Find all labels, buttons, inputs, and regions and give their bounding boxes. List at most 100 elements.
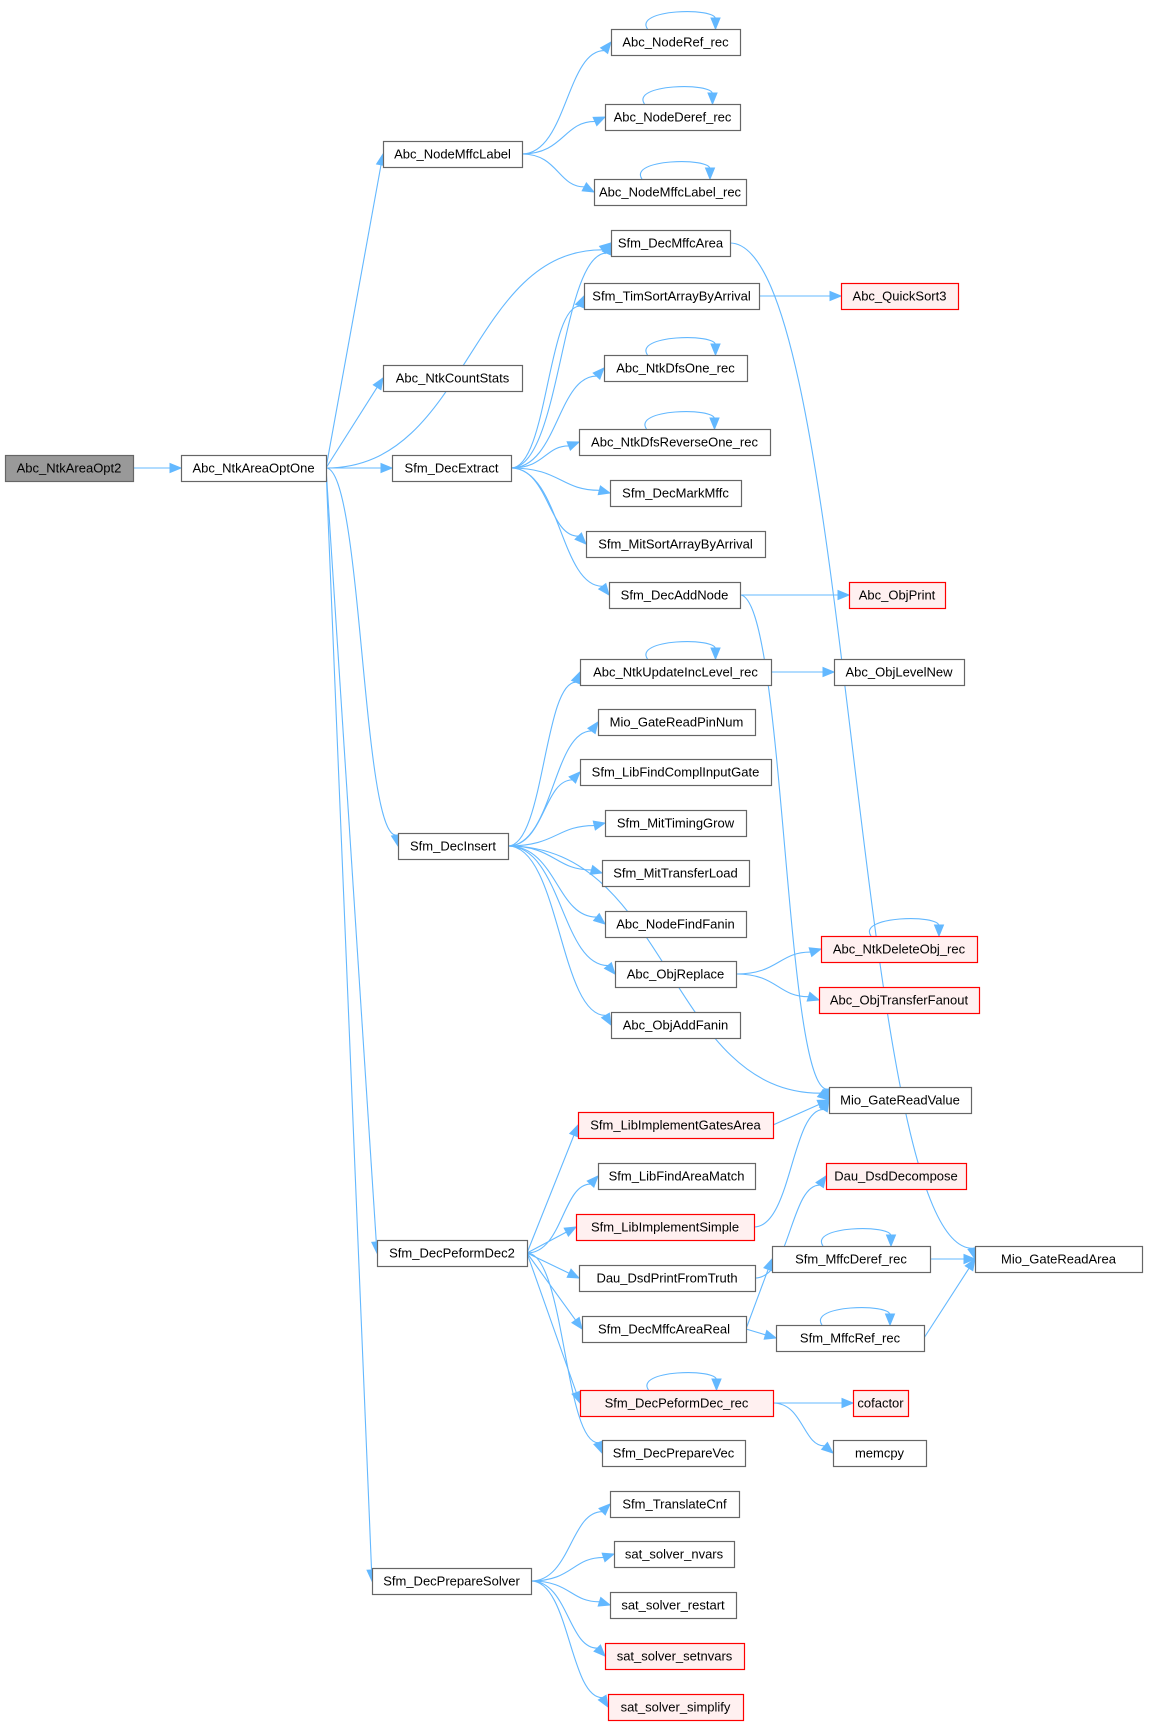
arrowhead-icon [603, 961, 616, 976]
edge-Sfm_DecExtract-to-Sfm_MitSortArrayByArrival [510, 467, 587, 545]
graph-node-abc-objlevelnew[interactable]: Abc_ObjLevelNew [833, 658, 966, 687]
node-box [579, 1389, 775, 1418]
graph-node-sfm-decmffcareareal[interactable]: Sfm_DecMffcAreaReal [581, 1315, 748, 1344]
graph-node-abc-ntkareaoptone[interactable]: Abc_NtkAreaOptOne [180, 454, 328, 483]
edge-Sfm_LibImplementSimple-to-Mio_GateReadValue [753, 1098, 830, 1228]
graph-node-sfm-decpreparesolver[interactable]: Sfm_DecPrepareSolver [371, 1567, 533, 1596]
graph-node-sfm-decmarkmffc[interactable]: Sfm_DecMarkMffc [609, 479, 743, 508]
graph-node-sfm-mitsortarraybyarrival[interactable]: Sfm_MitSortArrayByArrival [585, 530, 767, 559]
graph-node-sfm-decextract[interactable]: Sfm_DecExtract [391, 454, 513, 483]
graph-node-abc-ntkdeleteobj-rec[interactable]: Abc_NtkDeleteObj_rec [820, 935, 979, 964]
graph-node-sfm-decmffcarea[interactable]: Sfm_DecMffcArea [610, 229, 732, 258]
arrowhead-icon [568, 771, 581, 784]
arrowhead-icon [841, 1397, 855, 1409]
graph-node-sfm-decaddnode[interactable]: Sfm_DecAddNode [608, 581, 742, 610]
node-box [601, 859, 751, 888]
graph-node-mio-gatereadpinnum[interactable]: Mio_GateReadPinNum [597, 708, 757, 737]
arrowhead-icon [597, 582, 610, 597]
graph-node-sfm-mittiminggrow[interactable]: Sfm_MitTimingGrow [604, 809, 748, 838]
graph-node-sat-solver-simplify[interactable]: sat_solver_simplify [607, 1693, 745, 1722]
graph-node-abc-objtransferfanout[interactable]: Abc_ObjTransferFanout [818, 986, 981, 1015]
node-label: Abc_ObjLevelNew [846, 664, 954, 679]
graph-node-abc-nodederef-rec[interactable]: Abc_NodeDeref_rec [604, 103, 742, 132]
edge-Sfm_MffcDeref_rec-to-Sfm_MffcDeref_rec [820, 1228, 897, 1248]
node-box [852, 1389, 910, 1418]
node-box [604, 809, 748, 838]
node-label: Sfm_DecInsert [410, 838, 496, 853]
node-label: Sfm_DecPrepareVec [613, 1445, 735, 1460]
edge-line [646, 1372, 718, 1391]
edge-line [507, 730, 592, 847]
node-box [613, 1540, 736, 1569]
graph-node-sfm-libfindcomplinputgate[interactable]: Sfm_LibFindComplInputGate [579, 758, 773, 787]
edge-line [923, 1267, 970, 1339]
graph-node-abc-ntkdfsone-rec[interactable]: Abc_NtkDfsOne_rec [603, 354, 749, 383]
node-box [609, 1490, 741, 1519]
node-box [578, 1264, 757, 1293]
graph-node-abc-nodemffclabel[interactable]: Abc_NodeMffcLabel [382, 140, 524, 169]
graph-node-dau-dsddecompose[interactable]: Dau_DsdDecompose [825, 1162, 968, 1191]
node-box [601, 1439, 747, 1468]
arrowhead-icon [566, 1268, 581, 1279]
edge-line [739, 594, 828, 1090]
graph-node-dau-dsdprintfromtruth[interactable]: Dau_DsdPrintFromTruth [578, 1264, 757, 1293]
edge-line [645, 641, 717, 660]
graph-node-abc-objprint[interactable]: Abc_ObjPrint [848, 581, 947, 610]
graph-node-sat-solver-restart[interactable]: sat_solver_restart [609, 1591, 738, 1620]
graph-node-abc-nodemffclabel-rec[interactable]: Abc_NodeMffcLabel_rec [593, 178, 748, 207]
edge-line [507, 845, 606, 1017]
edge-line [772, 1103, 820, 1126]
node-box [376, 1239, 529, 1268]
graph-node-abc-quicksort3[interactable]: Abc_QuickSort3 [840, 282, 960, 311]
graph-node-mio-gatereadvalue[interactable]: Mio_GateReadValue [828, 1086, 973, 1115]
arrowhead-icon [711, 1378, 722, 1392]
node-box [382, 140, 524, 169]
arrowhead-icon [592, 116, 607, 127]
graph-node-abc-ntkupdateinclevel-rec[interactable]: Abc_NtkUpdateIncLevel_rec [579, 658, 773, 687]
edge-line [526, 1252, 599, 1444]
node-box [4, 454, 135, 483]
graph-node-sfm-decinsert[interactable]: Sfm_DecInsert [397, 832, 510, 861]
node-label: Abc_ObjAddFanin [623, 1017, 729, 1032]
node-label: Sfm_LibImplementSimple [591, 1219, 739, 1234]
graph-node-cofactor[interactable]: cofactor [852, 1389, 910, 1418]
graph-node-sfm-decpeformdec2[interactable]: Sfm_DecPeformDec2 [376, 1239, 529, 1268]
graph-node-sfm-mffcref-rec[interactable]: Sfm_MffcRef_rec [775, 1324, 926, 1353]
edge-Abc_NtkAreaOpt2-to-Abc_NtkAreaOptOne [133, 462, 183, 474]
graph-node-abc-objreplace[interactable]: Abc_ObjReplace [614, 960, 738, 989]
graph-node-abc-ntkcountstats[interactable]: Abc_NtkCountStats [382, 364, 524, 393]
node-box [604, 1642, 746, 1671]
graph-node-sfm-mittransferload[interactable]: Sfm_MitTransferLoad [601, 859, 751, 888]
node-box [597, 708, 757, 737]
node-label: Sfm_MitTransferLoad [613, 865, 738, 880]
graph-node-sfm-libimplementgatesarea[interactable]: Sfm_LibImplementGatesArea [577, 1111, 775, 1140]
graph-node-abc-ntkareaopt2[interactable]: Abc_NtkAreaOpt2 [4, 454, 135, 483]
graph-node-sfm-translatecnf[interactable]: Sfm_TranslateCnf [609, 1490, 741, 1519]
node-label: cofactor [857, 1395, 904, 1410]
graph-node-abc-nodefindfanin[interactable]: Abc_NodeFindFanin [604, 910, 748, 939]
graph-node-sfm-mffcderef-rec[interactable]: Sfm_MffcDeref_rec [771, 1245, 932, 1274]
graph-node-mio-gatereadarea[interactable]: Mio_GateReadArea [974, 1245, 1144, 1274]
node-label: Abc_ObjReplace [627, 966, 725, 981]
graph-node-sfm-decpreparevec[interactable]: Sfm_DecPrepareVec [601, 1439, 747, 1468]
graph-node-sat-solver-setnvars[interactable]: sat_solver_setnvars [604, 1642, 746, 1671]
node-box [609, 1591, 738, 1620]
graph-node-abc-ntkdfsreverseone-rec[interactable]: Abc_NtkDfsReverseOne_rec [578, 428, 772, 457]
graph-node-memcpy[interactable]: memcpy [832, 1439, 928, 1468]
arrowhead-icon [815, 1174, 827, 1189]
graph-node-sfm-libfindareamatch[interactable]: Sfm_LibFindAreaMatch [597, 1162, 757, 1191]
edge-Abc_NtkDfsReverseOne_rec-to-Abc_NtkDfsReverseOne_rec [644, 411, 720, 431]
arrowhead-icon [763, 1329, 778, 1340]
graph-node-abc-noderef-rec[interactable]: Abc_NodeRef_rec [610, 28, 742, 57]
arrowhead-icon [597, 1694, 609, 1709]
graph-node-sfm-libimplementsimple[interactable]: Sfm_LibImplementSimple [575, 1213, 756, 1242]
graph-node-sfm-timsortarraybyarrival[interactable]: Sfm_TimSortArrayByArrival [583, 282, 761, 311]
edge-line [645, 11, 717, 30]
graph-node-abc-objaddfanin[interactable]: Abc_ObjAddFanin [610, 1011, 742, 1040]
edge-Sfm_DecPeformDec_rec-to-cofactor [772, 1397, 855, 1409]
graph-node-sat-solver-nvars[interactable]: sat_solver_nvars [613, 1540, 736, 1569]
graph-node-sfm-decpeformdec-rec[interactable]: Sfm_DecPeformDec_rec [579, 1389, 775, 1418]
node-label: Sfm_DecMffcArea [618, 235, 724, 250]
node-box [848, 581, 947, 610]
